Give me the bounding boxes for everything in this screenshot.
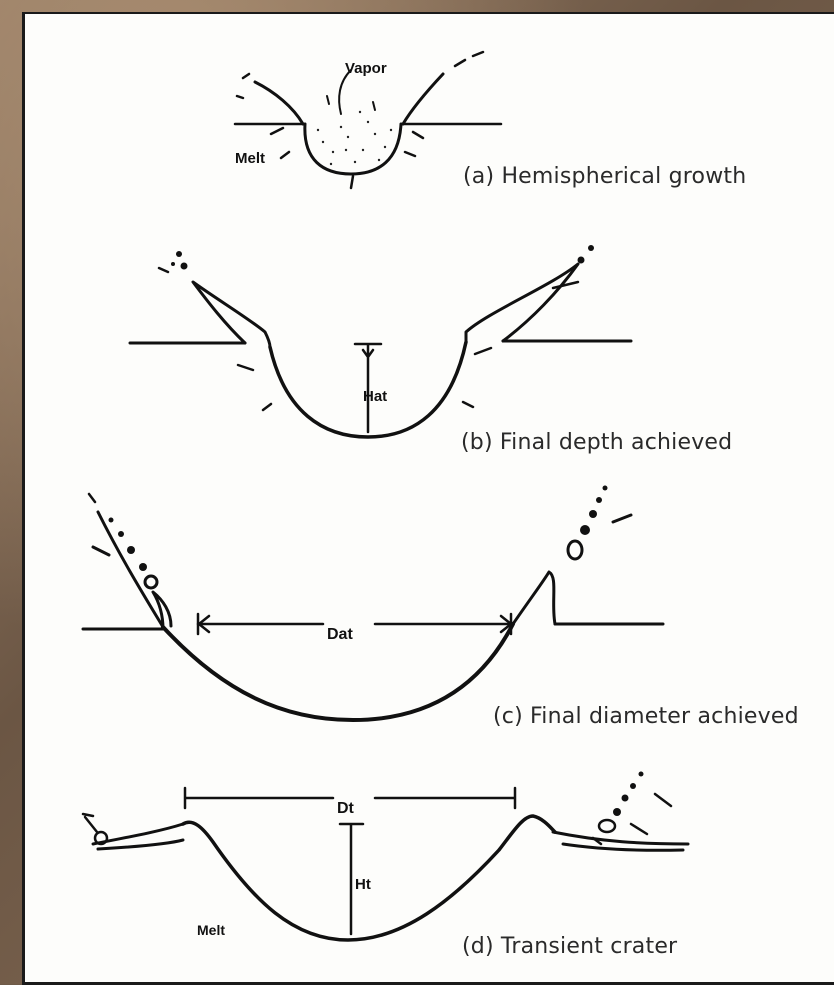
transient-diameter-label: Dt <box>337 800 354 817</box>
transient-depth-label: Ht <box>355 876 371 893</box>
crater-c <box>81 485 665 722</box>
crater-d <box>81 771 690 942</box>
caption-b: (b) Final depth achieved <box>461 430 733 455</box>
crater-b <box>128 245 633 439</box>
caption-d: (d) Transient crater <box>462 934 678 959</box>
diagram-panel: Vapor Melt Hat Dat Dt Ht Melt (a) Hemisp… <box>22 12 834 985</box>
vapor-label: Vapor <box>345 60 387 77</box>
melt-label: Melt <box>235 150 265 167</box>
crater-a <box>233 50 503 190</box>
melt-label-d: Melt <box>197 922 225 938</box>
vapor-particles <box>316 110 393 166</box>
depth-label: Hat <box>363 388 388 405</box>
caption-c: (c) Final diameter achieved <box>493 704 799 729</box>
caption-a: (a) Hemispherical growth <box>463 164 747 189</box>
crater-diagram <box>81 50 690 942</box>
diameter-label: Dat <box>327 626 353 643</box>
